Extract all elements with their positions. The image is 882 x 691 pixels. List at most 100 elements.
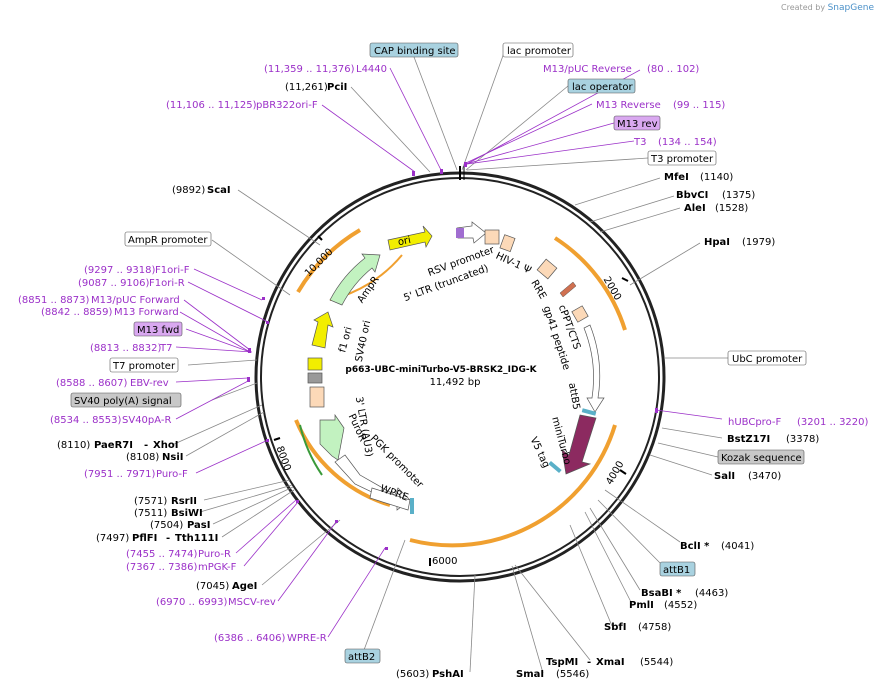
- ubc-tag-box[interactable]: [727, 350, 807, 366]
- sv40par-pos: (8534 .. 8553): [50, 415, 122, 426]
- bbvci-pos: (1375): [722, 190, 755, 201]
- hiv-psi-box: [499, 234, 516, 253]
- puror-pos: (7455 .. 7474): [126, 549, 198, 560]
- ll-pasi: [212, 486, 294, 525]
- ll-alei: [599, 207, 681, 233]
- sali-name[interactable]: SalI: [714, 471, 735, 482]
- purof-name[interactable]: Puro-F: [156, 469, 188, 480]
- attb2-tag-box[interactable]: [344, 648, 381, 664]
- f1f-name[interactable]: F1ori-F: [155, 265, 190, 276]
- f1ori-label: f1 ori: [337, 326, 354, 354]
- pl-sv40pa: [175, 379, 251, 420]
- pmli-name[interactable]: PmlI: [629, 600, 654, 611]
- bsabi-name[interactable]: BsaBI *: [641, 588, 682, 599]
- pl-pbr: [321, 104, 416, 173]
- wpre-pos: (6386 .. 6406): [214, 633, 286, 644]
- pflfi-name[interactable]: PflFI: [132, 533, 157, 544]
- m13fwd-tag[interactable]: M13 fwd: [137, 325, 179, 336]
- xhoi-name[interactable]: XhoI: [153, 440, 178, 451]
- ampr-prom-tag[interactable]: AmpR promoter: [128, 235, 208, 246]
- pl-m13f: [183, 299, 251, 351]
- cap-tag[interactable]: CAP binding site: [374, 46, 456, 57]
- sv40ori-label: SV40 ori: [354, 319, 374, 362]
- ebv-name[interactable]: EBV-rev: [130, 378, 169, 389]
- kozak-tag[interactable]: Kozak sequence: [721, 453, 802, 464]
- lac-op-box[interactable]: [567, 78, 636, 94]
- scai-name[interactable]: ScaI: [207, 185, 231, 196]
- ubc-tag[interactable]: UbC promoter: [732, 354, 803, 365]
- bsiwi-name[interactable]: BsiWI: [171, 508, 203, 519]
- snapgene-credit: Created by SnapGene: [781, 3, 874, 13]
- leader-lines: [171, 49, 728, 674]
- t3prom-box[interactable]: [647, 150, 717, 166]
- xmai-name[interactable]: XmaI: [596, 657, 625, 668]
- mpgk-name[interactable]: mPGK-F: [198, 562, 237, 573]
- pasi-name[interactable]: PasI: [187, 520, 210, 531]
- m13puc-rev-name[interactable]: M13/pUC Reverse: [543, 64, 632, 75]
- rsrii-name[interactable]: RsrII: [171, 496, 197, 507]
- arc-2: [409, 424, 617, 548]
- smai-name[interactable]: SmaI: [516, 669, 544, 680]
- xhoi-pos: (8110): [57, 440, 90, 451]
- m13rev-tag-box[interactable]: [613, 115, 661, 131]
- f1r-name[interactable]: F1ori-R: [149, 278, 185, 289]
- agei-name[interactable]: AgeI: [232, 581, 257, 592]
- sbfi-name[interactable]: SbfI: [604, 622, 626, 633]
- rre-box: [536, 258, 558, 280]
- sv40pa-tag-box[interactable]: [70, 392, 182, 408]
- lac-op-tag[interactable]: lac operator: [572, 82, 633, 93]
- pshai-name[interactable]: PshAI: [432, 669, 464, 680]
- sv40par-name[interactable]: SV40pA-R: [122, 415, 171, 426]
- t7-pos: (8813 .. 8832): [90, 343, 162, 354]
- f1ori-arrow: [311, 311, 334, 349]
- t7prom-box[interactable]: [109, 357, 179, 373]
- t7-name[interactable]: T7: [159, 343, 172, 354]
- cap-tag-box[interactable]: [369, 42, 459, 58]
- l4440-pos: (11,359 .. 11,376): [264, 64, 355, 75]
- m13rev-tag[interactable]: M13 rev: [617, 119, 658, 130]
- bstz-name[interactable]: BstZ17I: [727, 434, 770, 445]
- kozak-tag-box[interactable]: [717, 449, 805, 465]
- ampr-prom-box[interactable]: [124, 231, 212, 247]
- sv40pa-tag[interactable]: SV40 poly(A) signal: [74, 396, 172, 407]
- ll-xhoi: [171, 404, 263, 446]
- bbvci-name[interactable]: BbvCI: [676, 190, 708, 201]
- pl-mpgk: [243, 501, 299, 567]
- hubc-name[interactable]: hUBCpro-F: [728, 417, 781, 428]
- pbr-name[interactable]: pBR322ori-F: [256, 100, 318, 111]
- alei-name[interactable]: AleI: [684, 203, 706, 214]
- wpre-box: [369, 487, 411, 511]
- attb2-mark: [410, 498, 414, 514]
- m13rev-name[interactable]: M13 Reverse: [596, 100, 661, 111]
- hpai-name[interactable]: HpaI: [704, 237, 730, 248]
- attb2-tag[interactable]: attB2: [348, 652, 375, 663]
- puror-arrow: [319, 413, 345, 461]
- m13fwd-tag-box[interactable]: [133, 321, 183, 337]
- m13f-name[interactable]: M13 Forward: [114, 307, 179, 318]
- mfei-name[interactable]: MfeI: [664, 172, 689, 183]
- pmli-pos: (4552): [664, 600, 697, 611]
- smai-pos: (5546): [556, 669, 589, 680]
- tspmi-name[interactable]: TspMI: [546, 657, 578, 668]
- t3-pos: (134 .. 154): [658, 137, 717, 148]
- wpre-name[interactable]: WPRE-R: [287, 633, 327, 644]
- tth-name[interactable]: Tth111I: [175, 533, 218, 544]
- paer7i-name[interactable]: PaeR7I: [94, 440, 133, 451]
- m13pucf-name[interactable]: M13/pUC Forward: [91, 295, 180, 306]
- pcii-name[interactable]: PciI: [327, 82, 347, 93]
- t7prom-tag[interactable]: T7 promoter: [112, 361, 176, 372]
- bcli-name[interactable]: BclI *: [680, 541, 710, 552]
- lac-prom-box[interactable]: [502, 42, 574, 58]
- attb1-tag[interactable]: attB1: [663, 565, 690, 576]
- ll-pshai: [469, 574, 476, 673]
- mscv-name[interactable]: MSCV-rev: [228, 597, 276, 608]
- tick-6000: 6000: [432, 556, 457, 567]
- attb1-tag-box[interactable]: [659, 561, 696, 577]
- pm-3: [464, 162, 467, 167]
- t3prom-tag[interactable]: T3 promoter: [650, 154, 714, 165]
- l4440-name[interactable]: L4440: [356, 64, 387, 75]
- t3-name[interactable]: T3: [633, 137, 646, 148]
- lac-prom-tag[interactable]: lac promoter: [507, 46, 572, 57]
- puror-name[interactable]: Puro-R: [198, 549, 231, 560]
- nsii-name[interactable]: NsiI: [162, 452, 183, 463]
